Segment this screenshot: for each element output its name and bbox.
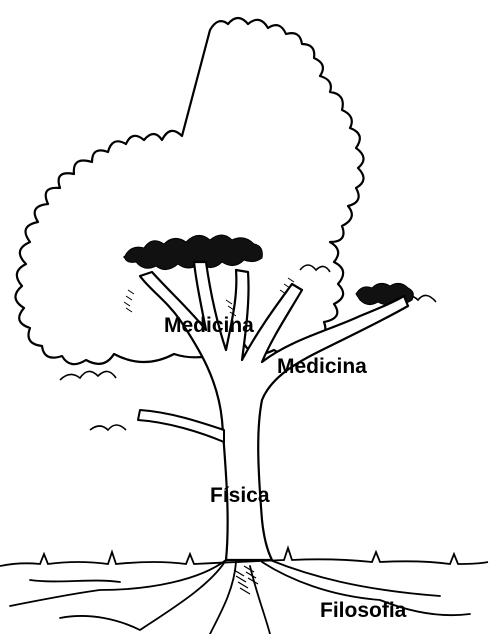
branch-lower-left <box>138 410 224 442</box>
tree-roots <box>10 560 470 634</box>
label-fisica: Física <box>210 485 270 506</box>
label-filosofia: Filosofia <box>320 600 406 621</box>
label-medicina-left: Medicina <box>164 315 254 336</box>
label-medicina-right: Medicina <box>277 356 367 377</box>
